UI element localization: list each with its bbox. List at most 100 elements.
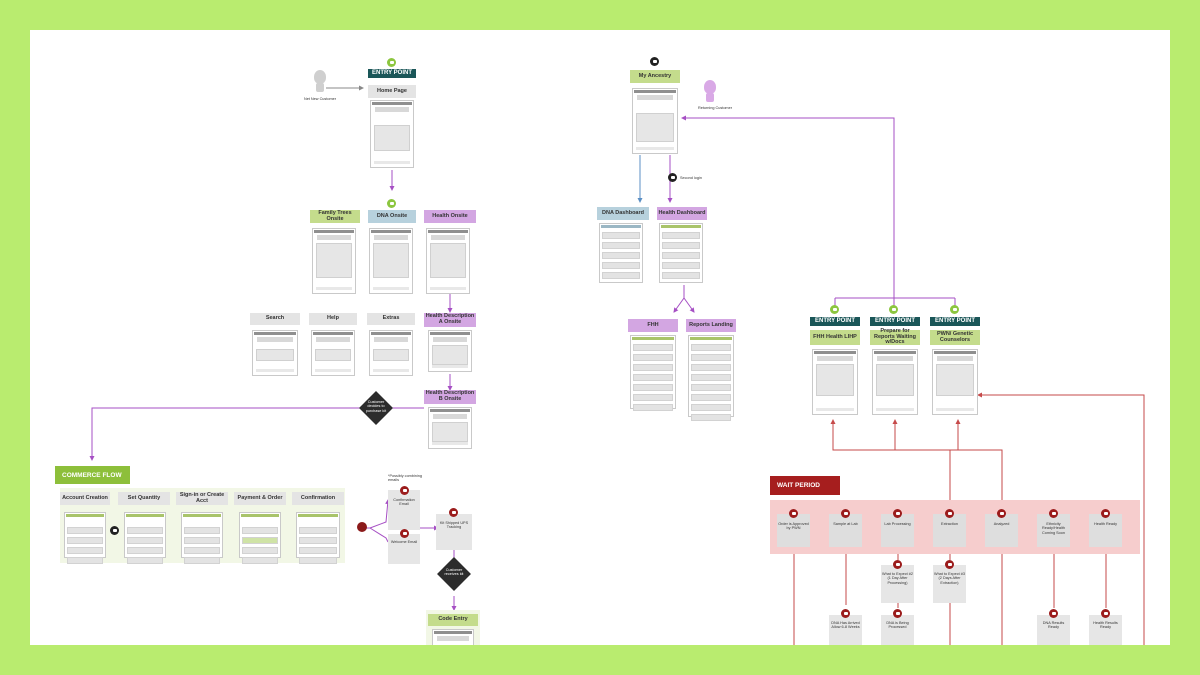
- health-desc-b-label[interactable]: Health Description B Onsite: [424, 390, 476, 404]
- dna-processed-card[interactable]: [881, 615, 914, 645]
- health-dashboard-label[interactable]: Health Dashboard: [657, 207, 707, 220]
- what-to-expect-3-text: What to Expect #3 (2 Days After Extracti…: [933, 572, 966, 585]
- new-customer-label: Net New Customer: [303, 97, 337, 101]
- lab-processing-text: Lab Processing: [884, 522, 911, 526]
- dna-dashboard-label[interactable]: DNA Dashboard: [597, 207, 649, 220]
- entry-point-badge: ENTRY POINT: [930, 317, 980, 326]
- email-icon: [997, 509, 1006, 518]
- code-entry-wireframe[interactable]: [432, 629, 474, 645]
- email-icon: [893, 560, 902, 569]
- pwn-genetic-wireframe[interactable]: [932, 349, 978, 415]
- returning-customer-person-icon: [702, 80, 718, 104]
- kit-shipped-text: Kit Shipped UPS Tracking: [439, 521, 469, 530]
- dna-results-ready-card[interactable]: [1037, 615, 1070, 645]
- reports-landing-label[interactable]: Reports Landing: [686, 319, 736, 332]
- family-trees-label[interactable]: Family Trees Onsite: [310, 210, 360, 223]
- analyzed-card[interactable]: [985, 514, 1018, 547]
- order-approved-card[interactable]: [777, 514, 810, 547]
- extras-wireframe[interactable]: [369, 330, 413, 376]
- flowchart-canvas: Net New Customer ENTRY POINT Home Page F…: [30, 30, 1170, 645]
- possibly-combining-note: *Possibly combining emails: [388, 474, 422, 483]
- email-icon: [945, 509, 954, 518]
- health-dashboard-wireframe[interactable]: [659, 223, 703, 283]
- health-desc-b-wireframe[interactable]: [428, 407, 472, 449]
- extraction-card[interactable]: [933, 514, 966, 547]
- prepare-reports-wireframe[interactable]: [872, 349, 918, 415]
- kit-shipped-card[interactable]: [436, 514, 472, 550]
- dna-results-ready-text: DNA Results Ready: [1042, 621, 1065, 630]
- health-ready-text: Health Ready: [1093, 522, 1117, 526]
- extras-label[interactable]: Extras: [367, 313, 415, 325]
- help-wireframe[interactable]: [311, 330, 355, 376]
- my-ancestry-label[interactable]: My Ancestry: [630, 70, 680, 83]
- sign-in-wireframe[interactable]: [181, 512, 223, 564]
- health-onsite-label[interactable]: Health Onsite: [424, 210, 476, 223]
- dna-onsite-wireframe[interactable]: [369, 228, 413, 294]
- payment-order-wireframe[interactable]: [239, 512, 281, 564]
- fhh-health-lihp-label[interactable]: FHH Health LIHP: [810, 330, 860, 345]
- what-to-expect-2-card[interactable]: [881, 565, 914, 603]
- what-to-expect-2-text: What to Expect #2 (1 Day After Processin…: [881, 572, 914, 585]
- order-approved-text: Order is Approved by PWN: [778, 522, 809, 531]
- fhh-wireframe[interactable]: [630, 335, 676, 411]
- reports-landing-wireframe[interactable]: [688, 335, 734, 421]
- confirmation-email-card[interactable]: [388, 490, 420, 530]
- search-label[interactable]: Search: [250, 313, 300, 325]
- customer-decides-text: Customer decides to purchase kit: [365, 400, 387, 413]
- search-wireframe[interactable]: [252, 330, 298, 376]
- lab-processing-card[interactable]: [881, 514, 914, 547]
- lock-icon: [387, 58, 396, 67]
- email-icon: [789, 509, 798, 518]
- home-page-wireframe[interactable]: [370, 100, 414, 168]
- email-icon: [1049, 609, 1058, 618]
- email-icon: [841, 509, 850, 518]
- entry-point-badge: ENTRY POINT: [368, 69, 416, 78]
- dna-processed-text: DNA is Being Processed: [886, 621, 909, 630]
- dna-onsite-label[interactable]: DNA Onsite: [368, 210, 416, 223]
- sample-at-lab-text: Sample at Lab: [833, 522, 858, 526]
- email-icon: [400, 486, 409, 495]
- what-to-expect-3-card[interactable]: [933, 565, 966, 603]
- welcome-email-text: Welcome Email: [390, 540, 418, 544]
- family-trees-wireframe[interactable]: [312, 228, 356, 294]
- confirmation-label[interactable]: Confirmation: [292, 492, 344, 505]
- payment-order-label[interactable]: Payment & Order: [234, 492, 286, 505]
- code-entry-label[interactable]: Code Entry: [428, 614, 478, 626]
- wait-period-header: WAIT PERIOD: [770, 476, 840, 495]
- dna-arrived-card[interactable]: [829, 615, 862, 645]
- pwn-genetic-label[interactable]: PWN/ Genetic Counselors: [930, 330, 980, 345]
- confirmation-email-text: Confirmation Email: [393, 498, 415, 507]
- fhh-health-lihp-wireframe[interactable]: [812, 349, 858, 415]
- email-icon: [945, 560, 954, 569]
- commerce-flow-header: COMMERCE FLOW: [55, 466, 130, 484]
- prepare-reports-label[interactable]: Prepare for Reports Waiting w/Docs: [870, 328, 920, 345]
- sample-at-lab-card[interactable]: [829, 514, 862, 547]
- my-ancestry-wireframe[interactable]: [632, 88, 678, 154]
- lock-icon: [110, 526, 119, 535]
- analyzed-text: Analyzed: [993, 522, 1010, 526]
- set-quantity-label[interactable]: Set Quantity: [118, 492, 170, 505]
- lock-icon: [387, 199, 396, 208]
- new-customer-person-icon: [312, 70, 328, 94]
- fhh-label[interactable]: FHH: [628, 319, 678, 332]
- help-label[interactable]: Help: [309, 313, 357, 325]
- health-desc-a-wireframe[interactable]: [428, 330, 472, 372]
- welcome-email-card[interactable]: [388, 534, 420, 564]
- ethnicity-ready-card[interactable]: [1037, 514, 1070, 547]
- entry-point-badge: ENTRY POINT: [870, 317, 920, 326]
- account-creation-wireframe[interactable]: [64, 512, 106, 564]
- health-onsite-wireframe[interactable]: [426, 228, 470, 294]
- home-page-label[interactable]: Home Page: [368, 85, 416, 98]
- dna-dashboard-wireframe[interactable]: [599, 223, 643, 283]
- returning-customer-label: Returning Customer: [698, 106, 732, 110]
- set-quantity-wireframe[interactable]: [124, 512, 166, 564]
- account-creation-label[interactable]: Account Creation: [60, 492, 110, 505]
- lock-icon: [950, 305, 959, 314]
- health-results-ready-card[interactable]: [1089, 615, 1122, 645]
- health-desc-a-label[interactable]: Health Description A Onsite: [424, 313, 476, 327]
- sign-in-label[interactable]: Sign-in or Create Acct: [176, 492, 228, 505]
- confirmation-wireframe[interactable]: [296, 512, 340, 564]
- email-icon: [449, 508, 458, 517]
- email-icon: [841, 609, 850, 618]
- health-ready-card[interactable]: [1089, 514, 1122, 547]
